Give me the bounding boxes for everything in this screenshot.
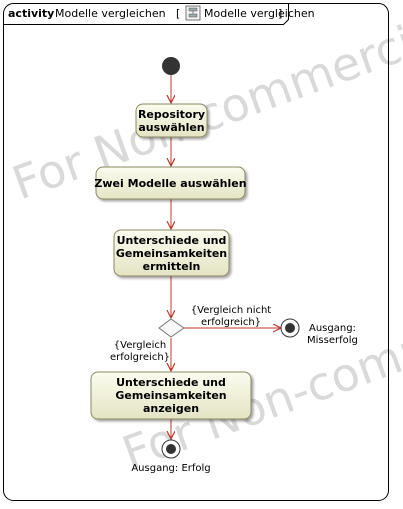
action-label-line: Unterschiede und <box>117 234 227 247</box>
action-label-line: Gemeinsamkeiten <box>115 389 226 402</box>
final-label-success: Ausgang: Erfolg <box>131 463 210 474</box>
final-failure-line: Misserfolg <box>307 335 358 346</box>
frame-keyword: activity <box>8 7 54 20</box>
action-label-line: anzeigen <box>143 402 199 415</box>
initial-node <box>162 57 180 75</box>
final-failure-line: Ausgang: <box>309 323 356 334</box>
action-unterschiede-ermitteln: Unterschiede und Gemeinsamkeiten ermitte… <box>113 229 230 277</box>
guard-failure: {Vergleich nicht erfolgreich} <box>191 305 272 328</box>
final-node-success <box>161 439 181 459</box>
activity-diagram-icon <box>185 5 201 21</box>
control-flows <box>171 75 281 439</box>
frame-name: Modelle vergleichen <box>55 7 166 20</box>
action-label-line: Gemeinsamkeiten <box>116 247 227 260</box>
action-unterschiede-anzeigen: Unterschiede und Gemeinsamkeiten anzeige… <box>90 371 252 420</box>
action-label-line: Zwei Modelle auswählen <box>94 177 246 190</box>
final-node-failure <box>280 318 300 338</box>
frame-heading-tab <box>3 3 289 25</box>
action-label-line: ermitteln <box>143 260 201 273</box>
action-label-line: Repository <box>138 108 205 121</box>
action-zwei-modelle-auswaehlen: Zwei Modelle auswählen <box>94 166 247 200</box>
action-repository-auswaehlen: Repository auswählen <box>135 103 208 138</box>
frame-bracket-close: ] <box>278 7 282 20</box>
guard-success-line: {Vergleich <box>114 340 166 351</box>
frame-border <box>3 3 389 501</box>
frame-bracket-open: [ <box>176 7 180 20</box>
final-label-failure: Ausgang: Misserfolg <box>307 323 358 346</box>
guard-failure-line: {Vergleich nicht <box>191 305 272 316</box>
action-label-line: auswählen <box>138 121 204 134</box>
guard-success: {Vergleich erfolgreich} <box>110 340 170 363</box>
decision-node <box>158 318 185 338</box>
guard-success-line: erfolgreich} <box>110 352 170 363</box>
guard-failure-line: erfolgreich} <box>201 317 261 328</box>
frame-diagram-ref: Modelle vergleichen <box>204 7 315 20</box>
action-label-line: Unterschiede und <box>116 376 226 389</box>
